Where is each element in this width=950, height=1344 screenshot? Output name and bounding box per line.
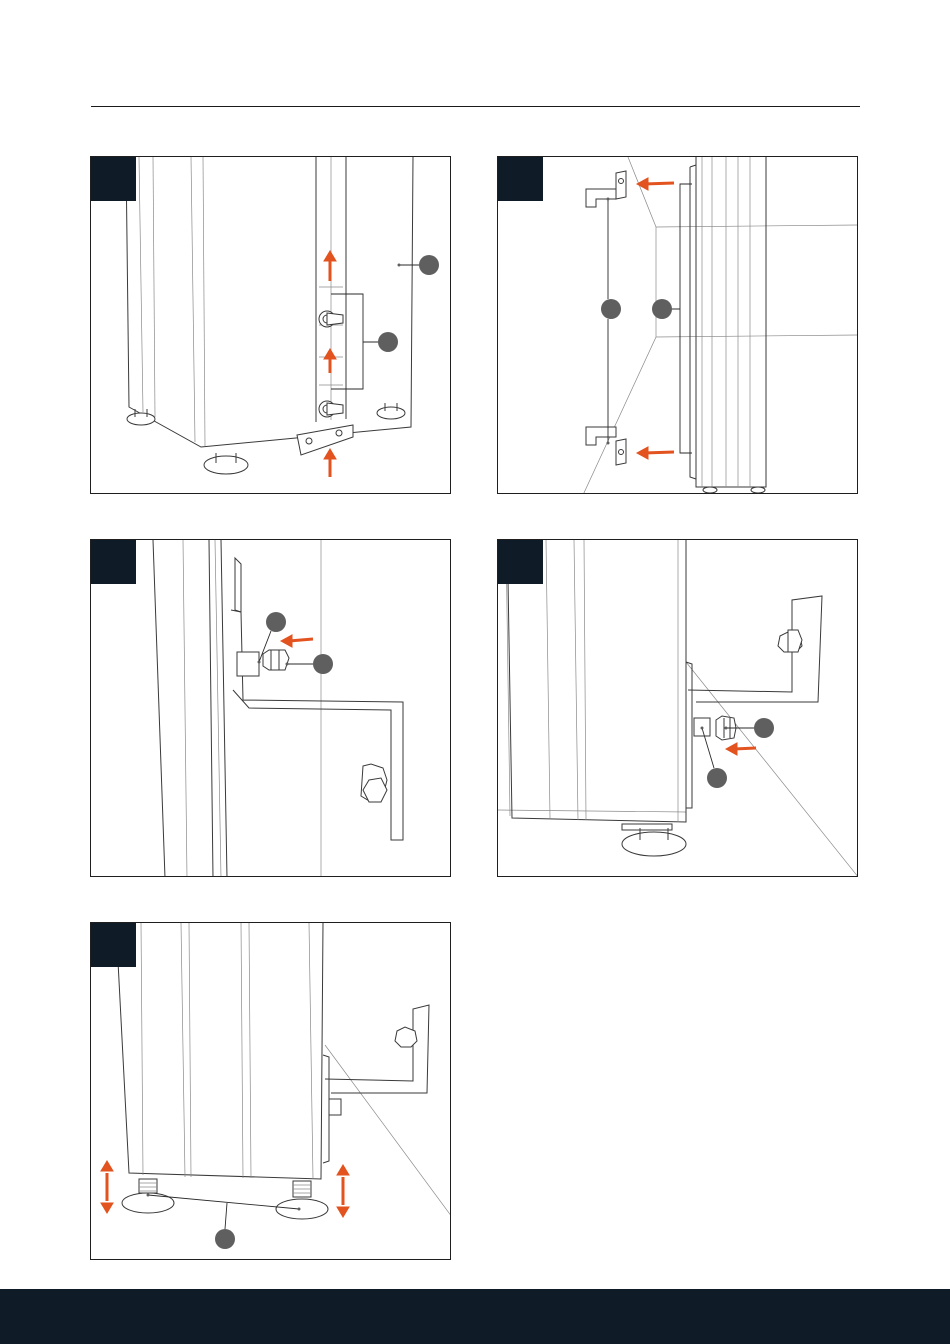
callout-marker — [215, 1229, 235, 1249]
bracket-drawing — [153, 540, 403, 877]
instruction-panel-5 — [90, 922, 451, 1260]
callout-marker — [601, 299, 621, 319]
step-number-badge — [91, 540, 136, 584]
callout-marker — [266, 612, 286, 632]
wall-drawing — [583, 157, 858, 494]
arrows — [637, 178, 674, 459]
callout-marker — [313, 654, 333, 674]
arrows — [726, 743, 756, 755]
illustration-1 — [91, 157, 451, 494]
step-number-badge — [498, 540, 543, 584]
callout-marker — [754, 718, 774, 738]
illustration-5 — [91, 923, 451, 1260]
footer-bar — [0, 1289, 950, 1344]
callout-marker — [378, 332, 398, 352]
callout-marker — [652, 299, 672, 319]
instruction-panel-1 — [90, 156, 451, 494]
illustration-4 — [498, 540, 858, 877]
leveling-feet-drawing — [116, 923, 451, 1219]
callouts — [331, 255, 439, 389]
step-number-badge — [91, 157, 136, 201]
callouts — [601, 184, 692, 453]
instruction-panel-3 — [90, 539, 451, 877]
callout-marker — [419, 255, 439, 275]
header-rule — [91, 106, 860, 107]
cabinet-drawing — [126, 157, 413, 474]
instruction-panel-2 — [497, 156, 858, 494]
step-number-badge — [91, 923, 136, 967]
illustration-2 — [498, 157, 858, 494]
bracket-drawing — [498, 540, 858, 877]
illustration-3 — [91, 540, 451, 877]
step-number-badge — [498, 157, 543, 201]
instruction-panel-4 — [497, 539, 858, 877]
callout-marker — [707, 768, 727, 788]
arrows — [281, 635, 313, 647]
